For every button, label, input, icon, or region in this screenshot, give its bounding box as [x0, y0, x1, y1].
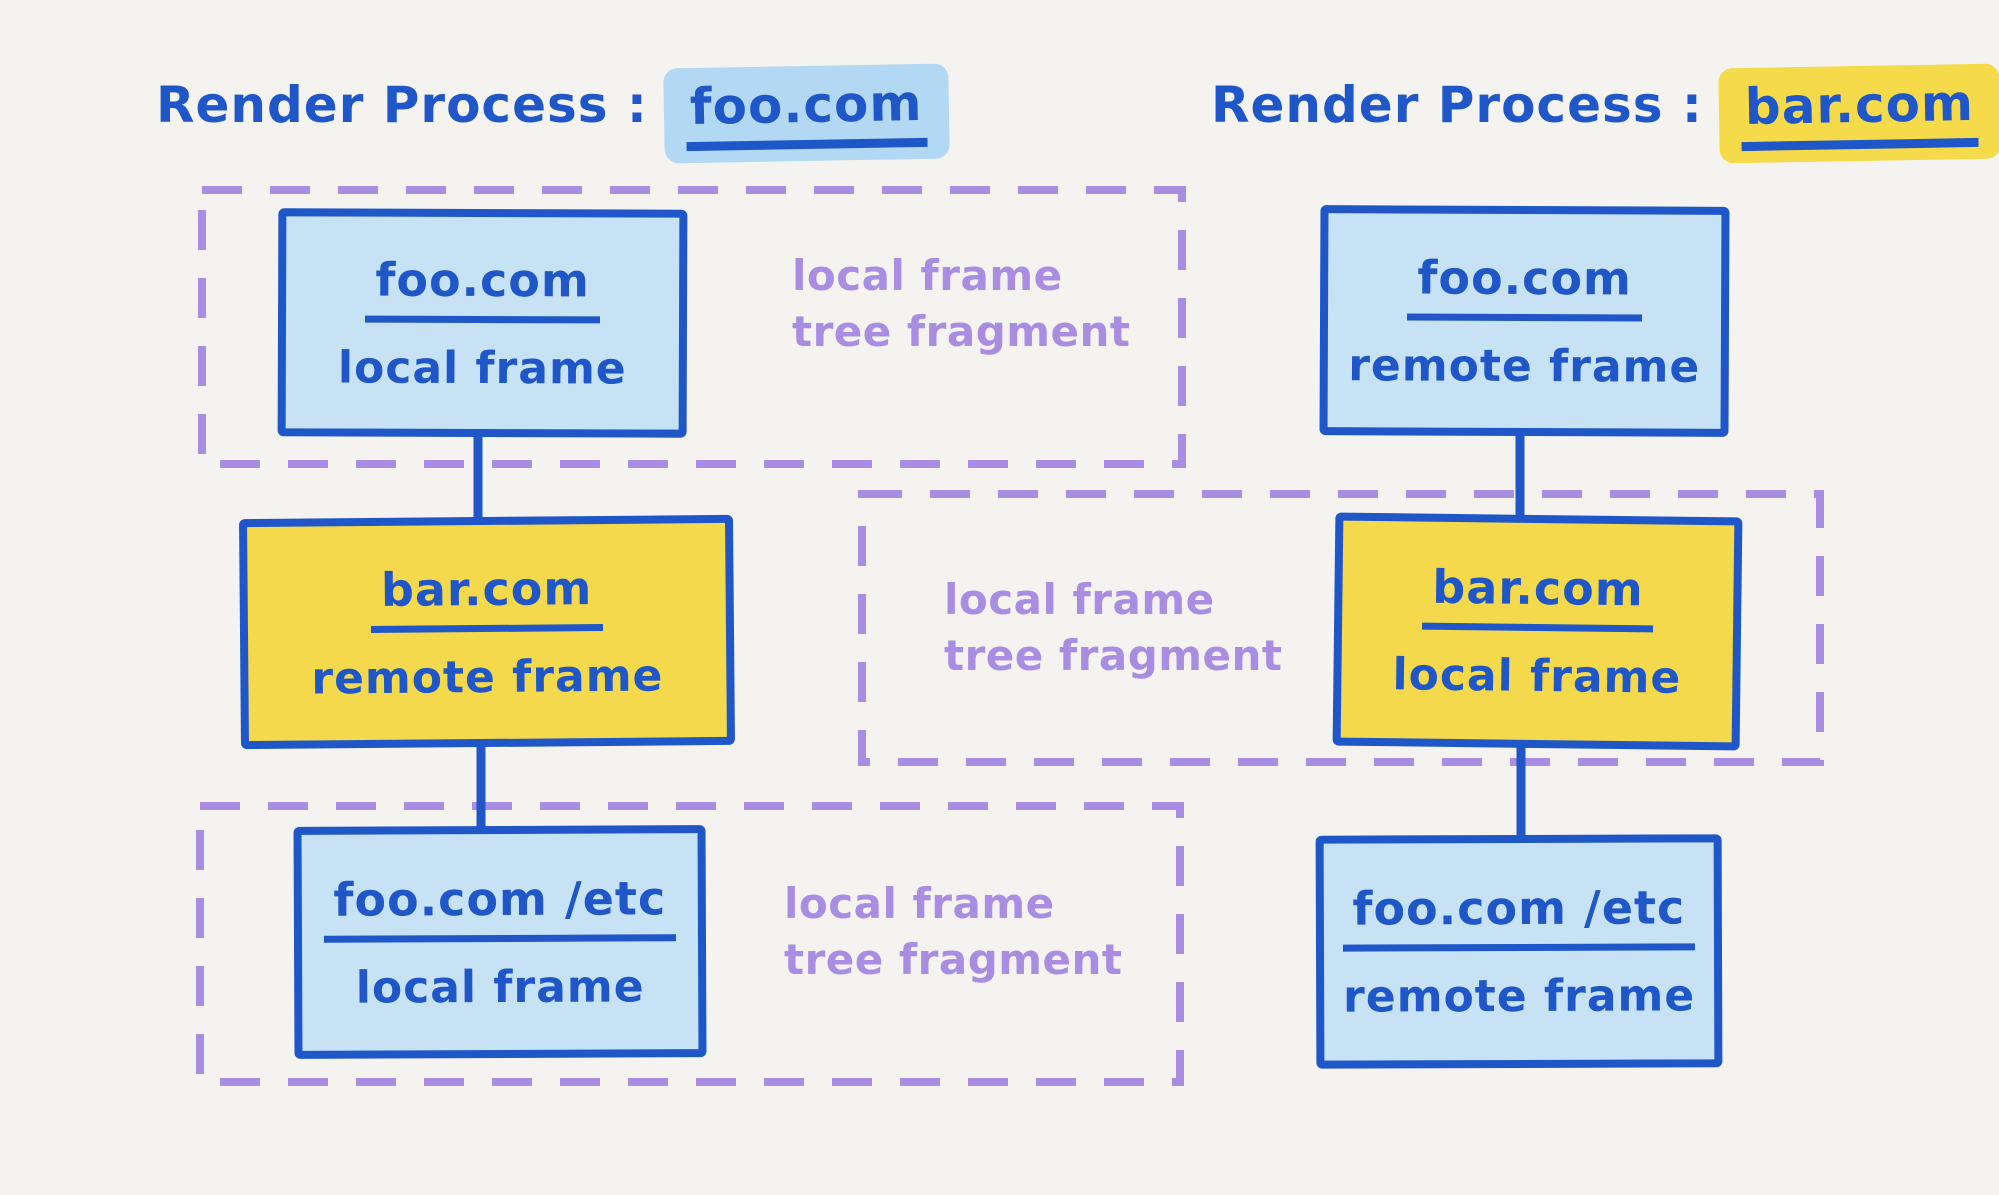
- node-frame-type-label: local frame: [337, 341, 627, 395]
- render-process-title-right: Render Process : bar.com: [1211, 62, 1999, 164]
- fragment-box-left-top: [198, 186, 1186, 468]
- fragment-label-line1: local frame: [944, 575, 1215, 624]
- fragment-label-line2: tree fragment: [944, 631, 1283, 680]
- node-domain-label: foo.com: [365, 252, 600, 323]
- node-foo-etc-local-frame-left: foo.com /etc local frame: [293, 825, 707, 1059]
- process-domain-highlight-right: bar.com: [1718, 63, 1999, 164]
- node-frame-type-label: local frame: [1392, 649, 1682, 704]
- render-process-title-left: Render Process : foo.com: [156, 62, 950, 164]
- node-bar-com-local-frame-right: bar.com local frame: [1332, 512, 1743, 751]
- process-domain-left: foo.com: [685, 73, 928, 152]
- fragment-label-right-middle: local frame tree fragment: [944, 572, 1283, 684]
- fragment-label-line1: local frame: [784, 879, 1055, 928]
- fragment-label-left-bottom: local frame tree fragment: [784, 876, 1123, 988]
- node-frame-type-label: local frame: [355, 960, 645, 1014]
- node-domain-label: foo.com /etc: [323, 870, 677, 943]
- node-domain-label: foo.com: [1407, 249, 1643, 322]
- fragment-label-line1: local frame: [792, 251, 1063, 300]
- process-domain-highlight-left: foo.com: [663, 63, 950, 164]
- node-foo-com-remote-frame-right: foo.com remote frame: [1319, 205, 1730, 437]
- node-frame-type-label: remote frame: [1348, 339, 1701, 393]
- node-domain-label: bar.com: [370, 560, 603, 633]
- node-foo-etc-remote-frame-right: foo.com /etc remote frame: [1315, 834, 1723, 1069]
- fragment-box-right-middle: [858, 490, 1824, 766]
- node-frame-type-label: remote frame: [311, 649, 664, 705]
- fragment-label-line2: tree fragment: [792, 307, 1131, 356]
- node-frame-type-label: remote frame: [1343, 970, 1696, 1023]
- node-domain-label: foo.com /etc: [1342, 880, 1696, 952]
- title-prefix-right: Render Process :: [1211, 76, 1703, 134]
- process-domain-right: bar.com: [1740, 73, 1979, 152]
- fragment-box-left-bottom: [196, 802, 1184, 1086]
- node-bar-com-remote-frame-left: bar.com remote frame: [239, 514, 735, 750]
- fragment-label-line2: tree fragment: [784, 935, 1123, 984]
- node-foo-com-local-frame-left: foo.com local frame: [277, 208, 688, 438]
- fragment-label-left-top: local frame tree fragment: [792, 248, 1131, 360]
- node-domain-label: bar.com: [1421, 559, 1655, 633]
- title-prefix-left: Render Process :: [156, 76, 648, 134]
